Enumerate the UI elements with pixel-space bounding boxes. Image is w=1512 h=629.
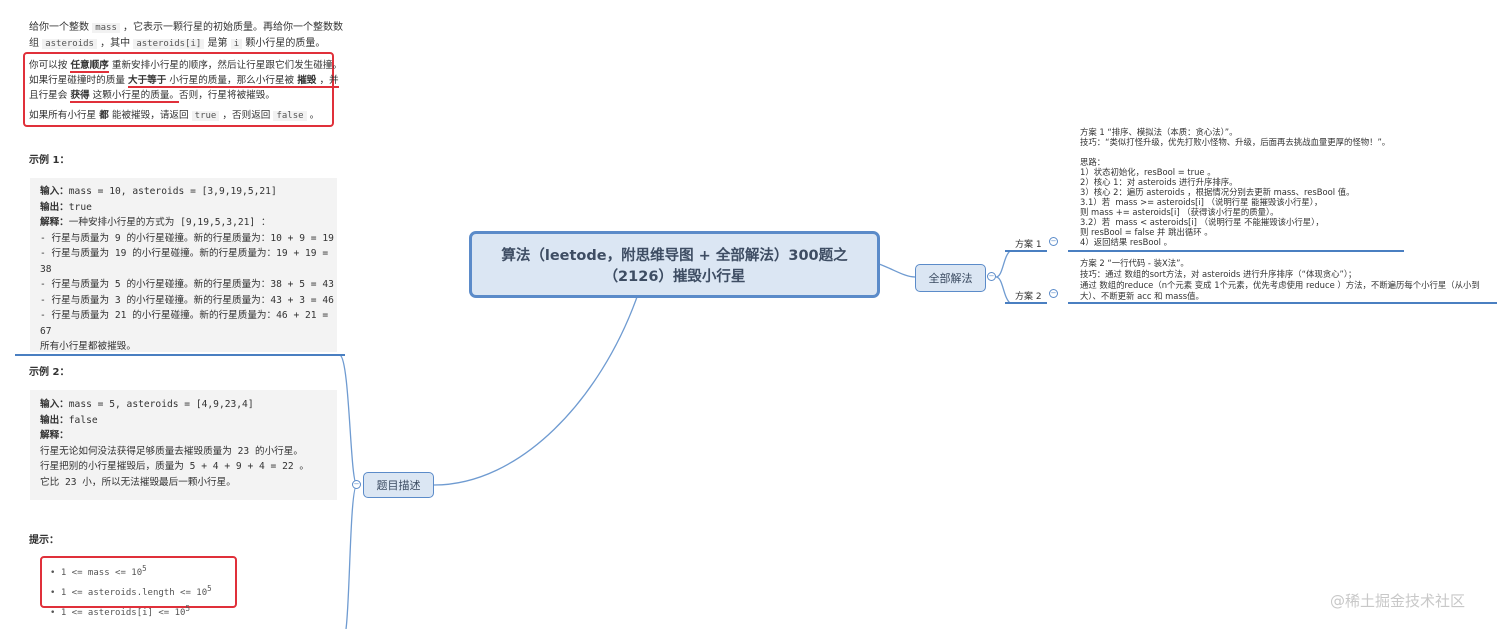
node-description[interactable]: 题目描述 xyxy=(363,472,434,498)
label: 输入： xyxy=(40,399,69,410)
text: 能被摧毁，请返回 xyxy=(108,110,192,121)
central-title-line: 算法（leetode，附思维导图 + 全部解法）300题之 xyxy=(501,247,848,264)
plan1-text: 方案 1 “排序、模拟法（本质：贪心法）”。 技巧：“类似打怪升级，优先打败小怪… xyxy=(1080,127,1391,247)
exponent: 5 xyxy=(185,604,190,613)
example2-box: 输入：mass = 5, asteroids = [4,9,23,4] 输出：fa… xyxy=(30,390,337,500)
collapse-icon[interactable]: − xyxy=(987,272,996,281)
exponent: 5 xyxy=(207,584,212,593)
text: false xyxy=(68,414,98,426)
code: false xyxy=(273,111,307,121)
plan2-text: 方案 2 “一行代码 - 装X法”。 技巧：通过 数组的sort方法，对 ast… xyxy=(1080,258,1480,301)
code: mass xyxy=(92,23,120,33)
code: i xyxy=(230,39,243,49)
emphasis: 摧毁 xyxy=(297,75,317,86)
line: - 行星与质量为 5 的小行星碰撞。新的行星质量为：38 + 5 = 43 xyxy=(40,279,334,290)
emphasis: 大于等于 xyxy=(128,75,167,86)
text: 重新安排小行星的顺序，然后让行星跟它们发生碰撞。 xyxy=(108,60,343,71)
text: ，它表示一颗行星的初始质量。再给你一个整数数 xyxy=(119,22,344,33)
text: 给你一个整数 xyxy=(29,22,93,33)
text: 是第 xyxy=(204,38,231,49)
emphasis: 都 xyxy=(99,110,109,121)
text: 小行星的质量，那么小行星被 xyxy=(166,75,298,86)
text: mass = 5, asteroids = [4,9,23,4] xyxy=(68,399,254,410)
example2-label: 示例 2： xyxy=(29,367,70,378)
line: - 行星与质量为 3 的小行星碰撞。新的行星质量为：43 + 3 = 46 xyxy=(40,294,334,306)
hints-box: • 1 <= mass <= 105 • 1 <= asteroids.leng… xyxy=(40,556,237,618)
hints-label: 提示： xyxy=(29,535,59,546)
text: ，否则返回 xyxy=(219,110,274,121)
line: 行星无论如何没法获得足够质量去摧毁质量为 23 的小行星。 xyxy=(40,445,303,457)
label: 解释： xyxy=(40,217,69,228)
text: 组 xyxy=(29,38,43,49)
label: 输出： xyxy=(40,201,69,213)
watermark: @稀土掘金技术社区 xyxy=(1330,592,1466,610)
collapse-icon[interactable]: − xyxy=(352,480,361,489)
code: asteroids xyxy=(42,39,97,49)
text: 这颗小行星的质量。 xyxy=(89,90,180,101)
central-topic[interactable]: 算法（leetode，附思维导图 + 全部解法）300题之 （2126）摧毁小行… xyxy=(469,231,880,298)
text: 你可以按 xyxy=(29,60,71,71)
collapse-icon[interactable]: − xyxy=(1049,237,1058,246)
hint-item: • 1 <= asteroids.length <= 105 xyxy=(50,584,212,598)
text: 否则，行星将被摧毁。 xyxy=(179,90,275,101)
line: 67 xyxy=(40,325,52,337)
line: 所有小行星都被摧毁。 xyxy=(40,341,136,352)
hint-item: • 1 <= asteroids[i] <= 105 xyxy=(50,604,190,618)
text: 如果行星碰撞时的质量 xyxy=(29,75,128,86)
label: 输入： xyxy=(40,186,69,197)
text: 。 xyxy=(306,110,320,121)
emphasis: 任意顺序 xyxy=(70,60,109,73)
line: - 行星与质量为 19 的小行星碰撞。新的行星质量为：19 + 19 = xyxy=(40,248,329,259)
label: 输出： xyxy=(40,414,69,426)
line: - 行星与质量为 21 的小行星碰撞。新的行星质量为：46 + 21 = xyxy=(40,310,329,321)
emphasis: 获得 xyxy=(70,90,90,101)
text: 如果所有小行星 xyxy=(29,110,100,121)
exponent: 5 xyxy=(142,564,147,573)
node-plan2[interactable]: 方案 2 xyxy=(1015,292,1042,302)
text: 且行星会 xyxy=(29,90,71,101)
text: 1 <= asteroids[i] <= 10 xyxy=(60,608,186,618)
example1-box: 输入：mass = 10, asteroids = [3,9,19,5,21] 输… xyxy=(30,178,337,352)
node-plan1[interactable]: 方案 1 xyxy=(1015,240,1042,250)
hint-item: • 1 <= mass <= 105 xyxy=(50,564,147,578)
text: true xyxy=(68,201,92,213)
text: mass = 10, asteroids = [3,9,19,5,21] xyxy=(68,186,277,197)
code: asteroids[i] xyxy=(133,39,205,49)
line: 行星把别的小行星摧毁后，质量为 5 + 4 + 9 + 4 = 22 。 xyxy=(40,461,310,472)
text: 一种安排小行星的方式为 [9,19,5,3,21] ： xyxy=(68,217,271,228)
example1-label: 示例 1： xyxy=(29,155,70,166)
text: 1 <= asteroids.length <= 10 xyxy=(60,588,208,598)
label: 解释： xyxy=(40,430,69,441)
collapse-icon[interactable]: − xyxy=(1049,289,1058,298)
text: 1 <= mass <= 10 xyxy=(60,568,143,578)
node-solutions[interactable]: 全部解法 xyxy=(915,264,986,292)
intro-text: 给你一个整数 mass ，它表示一颗行星的初始质量。再给你一个整数数 组 ast… xyxy=(29,20,343,52)
line: 它比 23 小，所以无法摧毁最后一颗小行星。 xyxy=(40,476,236,488)
text: ，其中 xyxy=(96,38,134,49)
line: - 行星与质量为 9 的小行星碰撞。新的行星质量为：10 + 9 = 19 xyxy=(40,232,334,244)
line: 38 xyxy=(40,263,52,275)
code: true xyxy=(191,111,220,121)
rules-highlight-box: 你可以按 任意顺序 重新安排小行星的顺序，然后让行星跟它们发生碰撞。 如果行星碰… xyxy=(23,52,342,127)
text: ，并 xyxy=(316,75,339,86)
text: 颗小行星的质量。 xyxy=(242,38,326,49)
central-title-line: （2126）摧毁小行星 xyxy=(603,268,746,285)
